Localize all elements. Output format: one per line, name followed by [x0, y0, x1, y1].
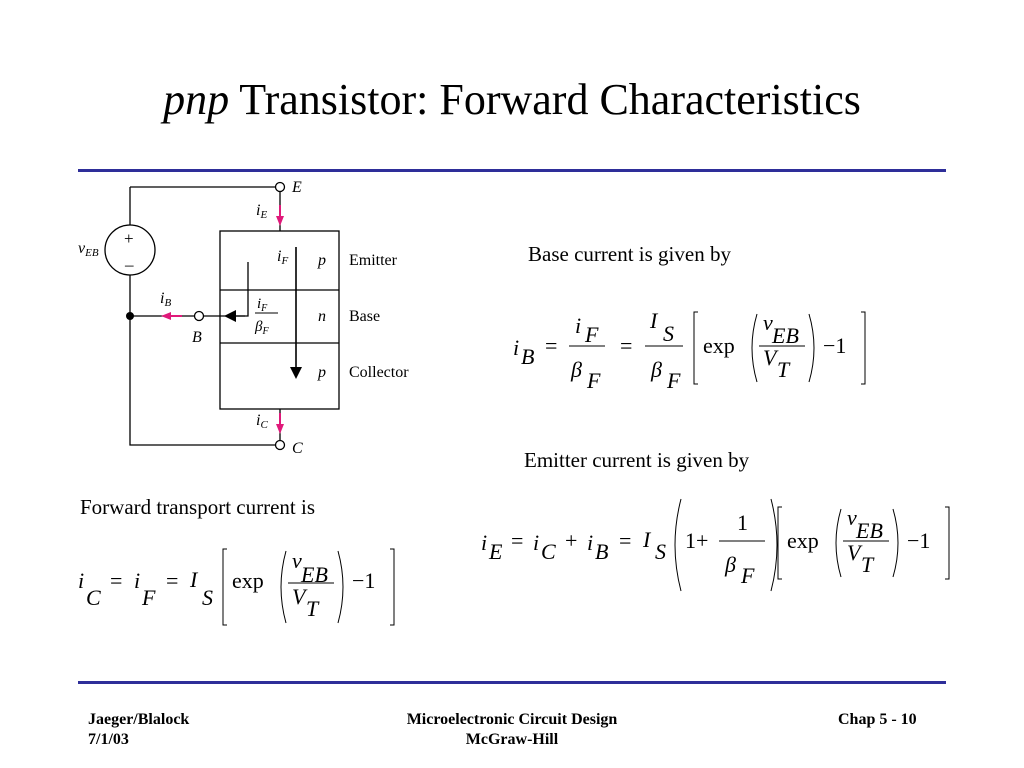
svg-text:=: =: [110, 568, 122, 593]
svg-text:exp: exp: [232, 568, 264, 593]
svg-text:F: F: [141, 585, 156, 610]
region-p-top: p: [317, 252, 326, 269]
svg-text:+: +: [565, 528, 577, 553]
svg-text:EB: EB: [771, 323, 799, 348]
emitter-current-label: Emitter current is given by: [524, 448, 750, 472]
svg-text:i: i: [481, 530, 487, 555]
svg-text:=: =: [166, 568, 178, 593]
label-ib: iB: [160, 290, 171, 309]
svg-text:1+: 1+: [685, 528, 708, 553]
svg-text:B: B: [595, 539, 608, 564]
svg-text:i: i: [587, 530, 593, 555]
svg-text:=: =: [620, 333, 632, 358]
pnp-circuit-diagram: + – E B C iE iC iB iF vEB iF βF p n p Em…: [78, 179, 409, 457]
label-veb: vEB: [78, 240, 99, 259]
svg-text:I: I: [642, 527, 652, 552]
svg-text:=: =: [619, 528, 631, 553]
terminal-c: C: [292, 440, 303, 457]
footer-chapter: Chap 5 - 10: [838, 711, 917, 728]
base-current-label: Base current is given by: [528, 242, 731, 266]
svg-text:I: I: [649, 308, 659, 333]
svg-text:−1: −1: [907, 528, 930, 553]
title-text: Transistor: Forward Characteristics: [229, 75, 861, 124]
fraction-if: iF: [257, 296, 268, 314]
svg-text:β: β: [724, 552, 736, 577]
svg-text:T: T: [861, 552, 875, 577]
svg-text:V: V: [763, 345, 779, 370]
svg-text:=: =: [545, 333, 557, 358]
emitter-current-equation: i E = i C + i B = I S 1+ 1 β F exp v EB …: [481, 498, 950, 592]
svg-text:exp: exp: [787, 528, 819, 553]
footer-date: 7/1/03: [88, 731, 129, 748]
svg-text:B: B: [521, 344, 534, 369]
slide-title: pnp Transistor: Forward Characteristics: [0, 72, 1024, 128]
svg-text:E: E: [488, 539, 503, 564]
svg-text:C: C: [86, 585, 101, 610]
layer-collector: Collector: [349, 364, 409, 381]
svg-text:β: β: [650, 357, 662, 382]
svg-text:v: v: [847, 505, 857, 530]
layer-base: Base: [349, 308, 380, 325]
svg-text:1: 1: [737, 510, 748, 535]
svg-text:C: C: [541, 539, 556, 564]
footer-left: Jaeger/Blalock 7/1/03: [88, 710, 189, 750]
svg-text:i: i: [575, 313, 581, 338]
svg-text:v: v: [763, 310, 773, 335]
label-ie: iE: [256, 202, 267, 221]
bottom-rule: [78, 681, 946, 684]
svg-text:T: T: [306, 596, 320, 621]
top-rule: [78, 169, 946, 172]
svg-text:−1: −1: [823, 333, 846, 358]
svg-text:−1: −1: [352, 568, 375, 593]
transport-current-label: Forward transport current is: [80, 495, 316, 519]
svg-text:β: β: [570, 357, 582, 382]
title-pnp: pnp: [163, 75, 230, 124]
base-current-equation: i B = i F β F = I S β F exp v EB V T −1: [513, 308, 866, 393]
svg-text:EB: EB: [855, 518, 883, 543]
svg-text:F: F: [584, 322, 599, 347]
footer-publisher: McGraw-Hill: [465, 731, 559, 748]
region-n: n: [318, 308, 326, 325]
svg-text:S: S: [655, 539, 666, 564]
svg-text:i: i: [513, 335, 519, 360]
svg-text:V: V: [847, 540, 863, 565]
svg-text:i: i: [533, 530, 539, 555]
svg-text:V: V: [292, 584, 308, 609]
footer-book-title: Microelectronic Circuit Design: [406, 711, 618, 728]
svg-text:F: F: [666, 368, 681, 393]
svg-text:I: I: [189, 567, 199, 592]
svg-text:F: F: [740, 563, 755, 588]
terminal-b: B: [192, 329, 202, 346]
svg-text:i: i: [134, 568, 140, 593]
svg-text:S: S: [663, 321, 674, 346]
svg-text:exp: exp: [703, 333, 735, 358]
label-if: iF: [277, 248, 288, 267]
svg-text:T: T: [777, 357, 791, 382]
layer-emitter: Emitter: [349, 252, 398, 269]
footer-authors: Jaeger/Blalock: [88, 711, 190, 728]
region-p-bottom: p: [317, 364, 326, 381]
footer-center: Microelectronic Circuit Design McGraw-Hi…: [362, 710, 662, 750]
svg-text:i: i: [78, 568, 84, 593]
label-ic: iC: [256, 412, 268, 431]
svg-text:F: F: [586, 368, 601, 393]
svg-text:v: v: [292, 548, 302, 573]
terminal-e: E: [291, 179, 302, 196]
transport-current-equation: i C = i F = I S exp v EB V T −1: [78, 548, 395, 626]
source-minus: –: [124, 255, 134, 274]
fraction-betaf: βF: [254, 319, 269, 337]
svg-text:S: S: [202, 585, 213, 610]
source-plus: +: [124, 229, 134, 248]
svg-text:=: =: [511, 528, 523, 553]
